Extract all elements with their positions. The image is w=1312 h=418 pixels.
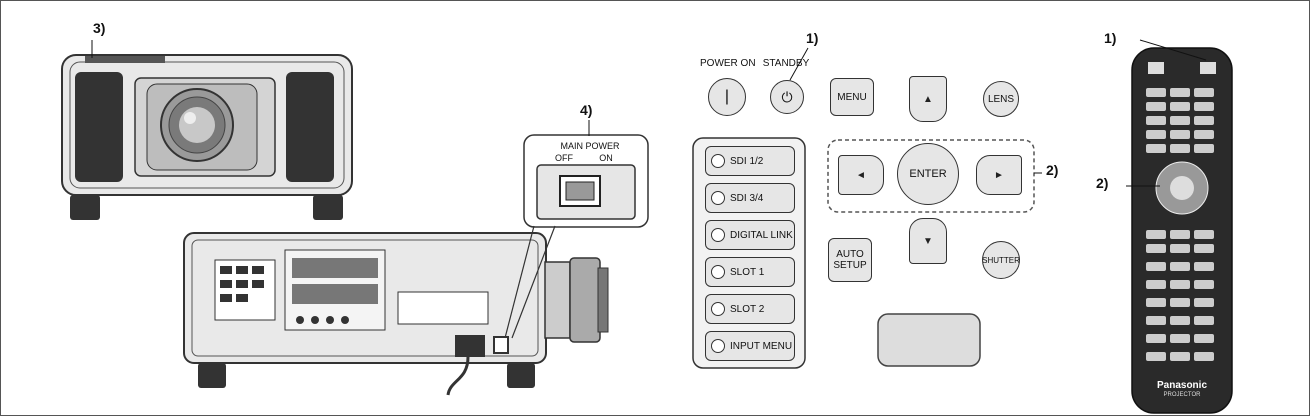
input-label: SDI 3/4 <box>730 192 764 204</box>
remote-key <box>1146 262 1166 271</box>
indicator-icon <box>711 228 725 242</box>
callout-3: 3) <box>93 20 106 36</box>
remote-key <box>1194 352 1214 361</box>
remote-key <box>1146 130 1166 139</box>
down-button[interactable]: ▼ <box>909 218 947 264</box>
standby-button[interactable]: ⏻ <box>770 80 804 114</box>
input-button-sdi12[interactable]: SDI 1/2 <box>705 146 795 176</box>
indicator-icon <box>711 265 725 279</box>
callout-2-panel: 2) <box>1046 162 1059 178</box>
remote-key <box>1146 316 1166 325</box>
projector-front-view <box>61 40 353 220</box>
remote-key <box>1194 262 1214 271</box>
callout-2-remote: 2) <box>1096 175 1109 191</box>
remote-key <box>1146 334 1166 343</box>
remote-key <box>1194 316 1214 325</box>
input-label: SLOT 1 <box>730 266 765 278</box>
indicator-icon <box>711 302 725 316</box>
remote-key <box>1170 230 1190 239</box>
remote-key <box>1146 230 1166 239</box>
remote-key <box>1146 144 1166 153</box>
remote-key <box>1170 298 1190 307</box>
remote-key <box>1194 144 1214 153</box>
remote-key <box>1194 280 1214 289</box>
main-power-off: OFF <box>555 153 573 163</box>
callout-1-panel: 1) <box>806 30 819 46</box>
main-power-inset <box>504 120 649 339</box>
input-button-input-menu[interactable]: INPUT MENU <box>705 331 795 361</box>
remote-key <box>1146 116 1166 125</box>
remote-sub: PROJECTOR <box>1163 392 1201 398</box>
standby-label: STANDBY <box>762 58 810 69</box>
display-panel <box>877 313 981 367</box>
menu-button[interactable]: MENU <box>830 78 874 116</box>
remote-key <box>1170 316 1190 325</box>
enter-button[interactable]: ENTER <box>897 143 959 205</box>
remote-key <box>1194 102 1214 111</box>
left-button[interactable]: ◄ <box>838 155 884 195</box>
indicator-icon <box>711 191 725 205</box>
remote-brand: Panasonic <box>1156 380 1208 391</box>
callout-1-remote: 1) <box>1104 30 1117 46</box>
remote-key <box>1146 298 1166 307</box>
input-button-sdi34[interactable]: SDI 3/4 <box>705 183 795 213</box>
remote-key <box>1194 130 1214 139</box>
right-button[interactable]: ► <box>976 155 1022 195</box>
input-label: INPUT MENU <box>730 340 793 352</box>
remote-key <box>1170 352 1190 361</box>
auto-setup-line1: AUTO <box>836 249 864 260</box>
remote-key <box>1146 352 1166 361</box>
remote-key <box>1194 88 1214 97</box>
callout-4: 4) <box>580 102 593 118</box>
remote-key <box>1170 334 1190 343</box>
remote-key <box>1170 102 1190 111</box>
auto-setup-button[interactable]: AUTO SETUP <box>828 238 872 282</box>
remote-key <box>1194 334 1214 343</box>
remote-key <box>1146 102 1166 111</box>
remote-key <box>1194 230 1214 239</box>
remote-key <box>1170 88 1190 97</box>
power-on-button[interactable]: | <box>708 78 746 116</box>
lens-button[interactable]: LENS <box>983 81 1019 117</box>
remote-key <box>1170 144 1190 153</box>
shutter-button[interactable]: SHUTTER <box>982 241 1020 279</box>
remote-key <box>1194 116 1214 125</box>
arrow-cluster-outline <box>827 139 1035 213</box>
indicator-icon <box>711 339 725 353</box>
auto-setup-line2: SETUP <box>833 260 867 271</box>
remote-key <box>1146 244 1166 253</box>
remote-key <box>1194 298 1214 307</box>
remote-control <box>1126 39 1233 414</box>
input-label: DIGITAL LINK <box>730 229 793 241</box>
up-button[interactable]: ▲ <box>909 76 947 122</box>
main-power-title: MAIN POWER <box>560 141 620 151</box>
input-button-slot1[interactable]: SLOT 1 <box>705 257 795 287</box>
remote-key <box>1170 116 1190 125</box>
remote-key <box>1170 244 1190 253</box>
input-button-digital-link[interactable]: DIGITAL LINK <box>705 220 795 250</box>
remote-key <box>1146 88 1166 97</box>
input-button-slot2[interactable]: SLOT 2 <box>705 294 795 324</box>
power-on-label: POWER ON <box>700 58 756 69</box>
main-power-on: ON <box>599 153 613 163</box>
remote-key <box>1170 262 1190 271</box>
remote-key <box>1170 130 1190 139</box>
indicator-icon <box>711 154 725 168</box>
remote-key <box>1146 280 1166 289</box>
projector-rear-view <box>183 232 609 396</box>
input-label: SDI 1/2 <box>730 155 764 167</box>
remote-key <box>1170 280 1190 289</box>
remote-key <box>1194 244 1214 253</box>
input-label: SLOT 2 <box>730 303 765 315</box>
